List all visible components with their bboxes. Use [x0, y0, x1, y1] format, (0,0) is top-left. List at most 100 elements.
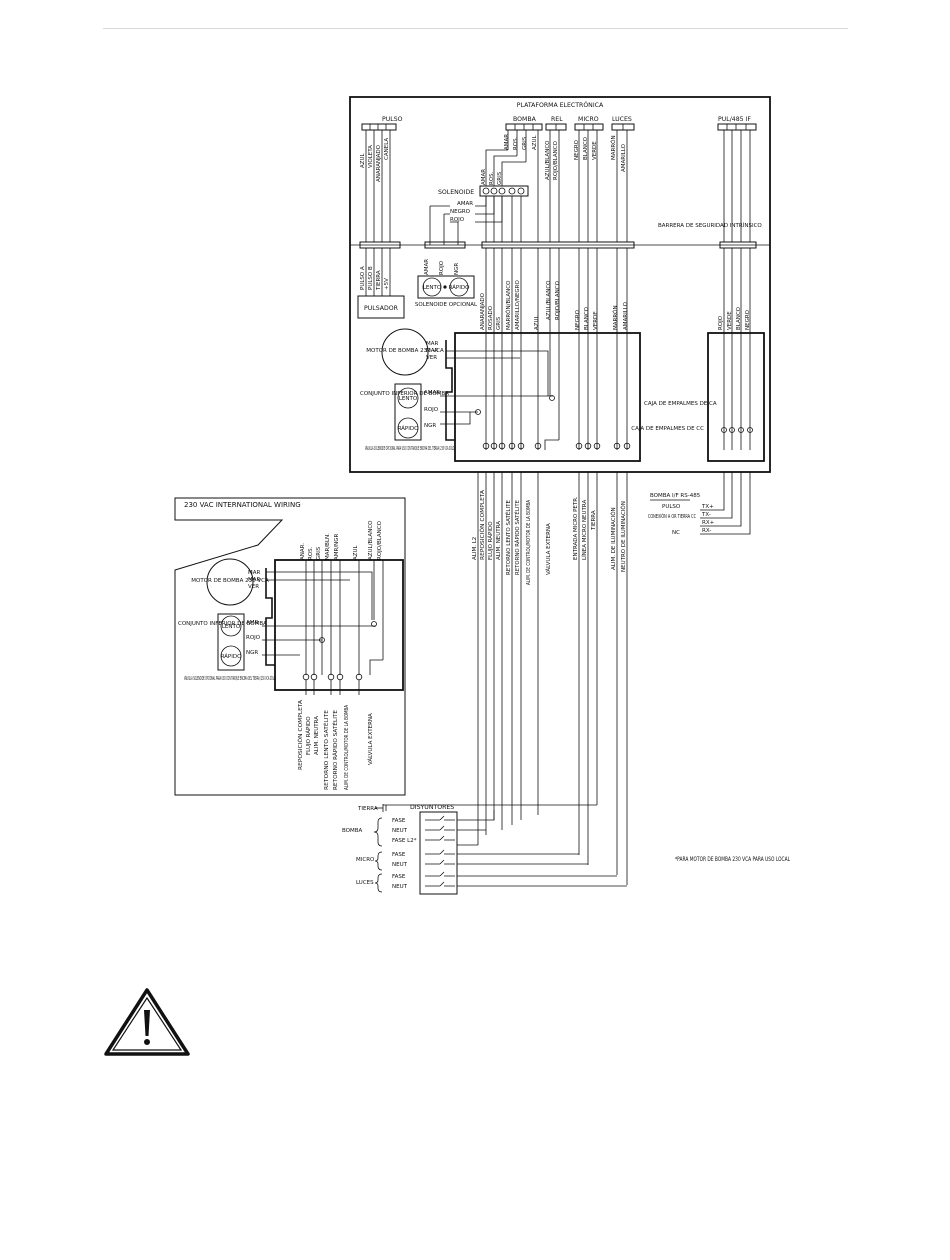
platform-title: PLATAFORMA ELECTRÓNICA — [517, 100, 604, 109]
warning-icon — [104, 988, 190, 1056]
pulsador-label: PULSADOR — [364, 305, 399, 312]
bottom-retorno-rapido: RETORNO RÁPIDO SATÉLITE — [513, 499, 521, 575]
dc-wire-blanco: BLANCO — [736, 306, 742, 330]
ac-terminals — [482, 442, 631, 450]
pulse-line-tierra: TIERRA — [376, 270, 382, 291]
pulso-wire-azul: AZUL — [360, 152, 366, 168]
lower-wire-rojo: ROJO — [424, 407, 439, 413]
dc-box-label: CAJA DE EMPALMES DE CC — [631, 426, 704, 432]
motor-wire-mar-2: MAR — [426, 348, 439, 354]
bomba-wire-azul: AZUL — [532, 134, 538, 150]
breaker-luces-fase: FASE — [392, 874, 406, 880]
sol-wire-amar: AMAR — [481, 169, 487, 185]
intl-lower-amr: AMR — [246, 620, 259, 626]
ac-wire-blanco: BLANCO — [584, 306, 590, 330]
ac-wire-negro: NEGRO — [575, 309, 581, 330]
bottom-retorno-lento: RETORNO LENTO SATÉLITE — [504, 499, 512, 575]
bottom-entrada-micro: ENTRADA MICRO PETR. — [573, 496, 579, 560]
ac-wire-anaranjado: ANARANJADO — [480, 292, 486, 330]
breaker-micro: MICRO — [356, 857, 375, 863]
ac-wire-marron: MARRÓN — [612, 305, 619, 330]
intl-motor-mar-2: MAR — [248, 577, 261, 583]
pulse-line-a: PULSO A — [360, 266, 366, 290]
solenoid-label: SOLENOIDE — [438, 189, 474, 196]
motor-symbol — [381, 328, 429, 376]
intl-bottom-retorno-lento: RETORNO LENTO SATÉLITE — [322, 709, 330, 790]
ac-wire-azul: AZUL — [534, 314, 540, 330]
breaker-luces-neut: NEUT — [392, 884, 408, 890]
intl-wire-azul: AZUL — [353, 544, 359, 560]
motor-wire-ver: VER — [426, 355, 437, 361]
platform-frame — [349, 96, 771, 473]
ac-wire-gris: GRIS — [496, 316, 502, 330]
bomba-wire-amar: AMAR — [504, 134, 510, 150]
breakers-title: DISYUNTORES — [410, 804, 454, 811]
rs485-rx-plus: RX+ — [702, 520, 715, 526]
rs485-conexion: CONEXIÓN A OR TIERRA CC — [648, 513, 696, 520]
intl-motor-label: MOTOR DE BOMBA 230 VCA — [191, 578, 269, 584]
intl-motor-symbol — [206, 558, 254, 606]
luces-wire-amarillo: AMARILLO — [621, 143, 627, 172]
micro-wire-negro: NEGRO — [574, 139, 580, 160]
pulse-line-b: PULSO B — [368, 266, 374, 290]
micro-wire-blanco: BLANCO — [583, 136, 589, 160]
ac-wire-amarillo: AMARILLO — [623, 301, 629, 330]
rel-group-label: REL — [551, 116, 563, 123]
sol-wire-gris: GRIS — [497, 171, 503, 185]
breaker-bomba-fase: FASE — [392, 818, 406, 824]
intl-wire-anar: ANAR. — [300, 543, 306, 560]
luces-group-label: LUCES — [612, 116, 632, 123]
motor-wire-mar-1: MAR — [426, 341, 439, 347]
pulso-wire-canela: CANELA — [384, 138, 390, 160]
ac-wire-azul-blanco: AZUL/BLANCO — [546, 280, 552, 320]
intl-wire-ros: ROS. — [308, 546, 314, 560]
rs485-legend: BOMBA I/F RS-485 PULSO CONEXIÓN A OR TIE… — [648, 493, 715, 536]
pulso-group-label: PULSO — [382, 116, 403, 123]
ac-junction-box — [454, 332, 641, 462]
intl-motor-mar-1: MAR — [248, 570, 261, 576]
barrier-label: BARRERA DE SEGURIDAD INTRÍNSICO — [658, 222, 762, 229]
bottom-alim-control: ALIM. DE CONTROL/MOTOR DE LA BOMBA — [526, 500, 532, 585]
breaker-bomba-fase-l2: FASE L2* — [392, 838, 417, 844]
sol-wire-rojo: ROJO — [450, 217, 465, 223]
valve-label: VÁLVULA SOLENOIDE OPCIONAL PARA USO CON … — [365, 445, 455, 452]
bottom-alim-neutra: ALIM. NEUTRA — [496, 521, 502, 560]
connector-pulso: PULSO — [361, 116, 403, 131]
breaker-bomba: BOMBA — [342, 828, 363, 834]
bomba-group-label: BOMBA — [513, 116, 537, 123]
dc-wire-rojo: ROJO — [718, 315, 724, 330]
lower-wire-ngr: NGR — [424, 423, 436, 429]
connector-pul485: PUL/485 IF — [717, 116, 757, 131]
intl-bottom-alim-control: ALIM. DE CONTROL/MOTOR DE LA BOMBA — [344, 705, 350, 790]
connector-bomba: BOMBA — [505, 116, 543, 131]
ac-wire-marron-blanco: MARRÓN/BLANCO — [505, 280, 512, 330]
bottom-valvula-externa: VÁLVULA EXTERNA — [545, 523, 552, 575]
lower-lento: LENTO — [399, 396, 418, 402]
breaker-micro-fase: FASE — [392, 852, 406, 858]
dc-wire-verde: VERDE — [727, 311, 733, 330]
connector-rel: REL — [545, 116, 567, 131]
bottom-neutro-iluminacion: NEUTRO DE ILUMINACIÓN — [620, 501, 627, 572]
opt-sol-lento: LENTO — [423, 285, 442, 291]
ac-wire-amarillo-negro: AMARILLO/NEGRO — [515, 279, 521, 330]
intl-motor-ver: VER — [248, 584, 259, 590]
bomba-wire-ros: ROS. — [513, 136, 519, 150]
intl-junction-box — [274, 559, 404, 691]
lower-assembly-label: CONJUNTO INFERIOR DE BOMBA — [360, 391, 449, 397]
intl-lento: LENTO — [222, 624, 241, 630]
intl-wire-gris: GRIS — [316, 546, 322, 560]
bottom-alim-iluminacion: ALIM. DE ILUMINACIÓN — [610, 507, 617, 570]
lower-rapido: RÁPIDO — [398, 425, 420, 432]
ac-box-label: CAJA DE EMPALMES DE CA — [644, 401, 717, 407]
optional-solenoid: AMAR ROJO NGR LENTO RÁPIDO SOLENOIDE OPC… — [415, 259, 478, 308]
rs485-tx-minus: TX- — [701, 512, 711, 518]
intl-bottom-valvula: VÁLVULA EXTERNA — [367, 713, 374, 765]
rs485-tx-plus: TX+ — [701, 504, 714, 510]
sol-wire-negro: NEGRO — [450, 209, 471, 215]
bottom-flujo-rapido: FLUJO RÁPIDO — [487, 521, 494, 560]
dc-wire-negro: NEGRO — [745, 309, 751, 330]
opt-sol-ngr: NGR — [454, 263, 460, 275]
breaker-tierra: TIERRA — [357, 806, 378, 812]
sol-wire-ros: ROS. — [489, 171, 495, 185]
